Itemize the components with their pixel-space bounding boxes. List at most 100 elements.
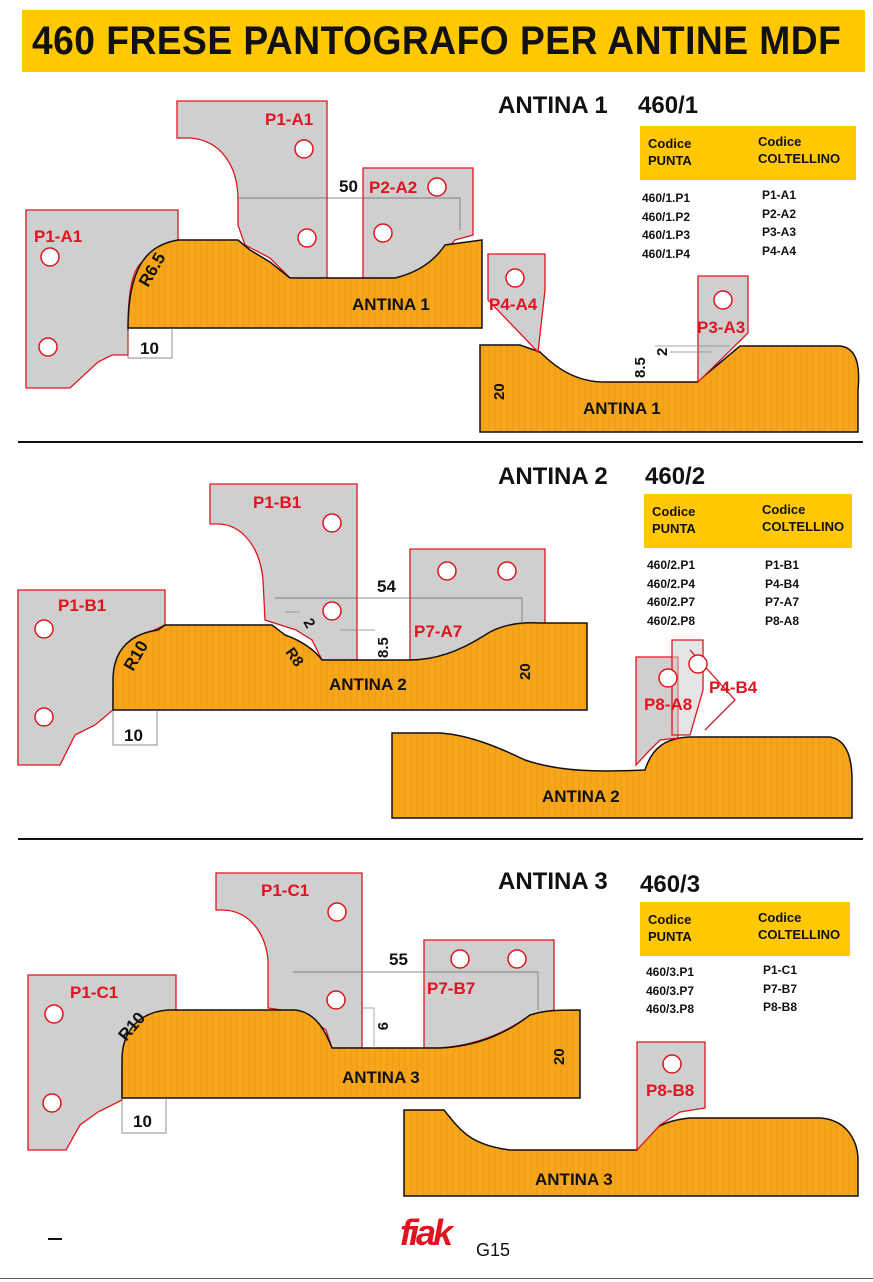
label-panel-top: ANTINA 2 [329,675,407,694]
panel-antina-2-top [112,622,588,711]
header-coltellino: Codice COLTELLINO [762,502,845,534]
codes-header-2: Codice PUNTA Codice COLTELLINO [644,494,852,548]
label-cutter-a: P1-A1 [265,110,313,129]
coltellino-list-1: P1-A1 P2-A2 P3-A3 P4-A4 [762,186,796,260]
codes-header-3: Codice PUNTA Codice COLTELLINO [640,902,850,956]
label-cutter-b: P7-B7 [427,979,475,998]
cutter-p1-b1-top [209,483,358,661]
coltellino-code: P7-A7 [765,595,800,609]
punta-code: 460/2.P8 [647,613,696,628]
coltellino-code: P3-A3 [762,225,797,239]
section-3-title: ANTINA 3 [498,868,608,895]
section-2-code: 460/2 [645,463,705,490]
section-2-drawing [17,483,853,819]
punta-code: 460/2.P7 [647,595,696,609]
cutter-p4-b4 [671,639,704,736]
section-3-code: 460/3 [640,871,700,898]
section-divider [18,441,863,443]
page-header: 460 FRESE PANTOGRAFO PER ANTINE MDF [22,10,865,72]
label-panel-top: ANTINA 3 [342,1068,420,1087]
punta-code: 460/3.P8 [646,1002,695,1016]
label-thickness: 20 [517,663,534,680]
label-dim-small-b: 2 [654,348,671,356]
label-width: 10 [140,339,159,358]
label-cutter-c: P8-B8 [646,1081,694,1100]
cutter-p1-c1-top [215,872,363,1049]
punta-list-1: 460/1.P1 460/1.P2 460/1.P3 460/1.P4 [642,189,690,263]
coltellino-code: P7-B7 [763,981,798,996]
label-cutter-d: P3-A3 [697,318,745,337]
panel-antina-3-bottom [403,1109,859,1197]
bottom-border [0,1278,873,1279]
punta-code: 460/3.P7 [646,983,695,998]
label-cutter-a: P1-B1 [253,493,301,512]
label-cutter-a-side: P1-C1 [70,983,118,1002]
punta-code: 460/3.P1 [646,965,695,979]
cutter-p8-b8 [636,1041,706,1152]
label-thickness: 20 [491,383,508,400]
section-divider [18,838,863,840]
coltellino-code: P1-C1 [763,963,798,977]
label-dim-top: 54 [377,577,396,596]
label-cutter-a-side: P1-A1 [34,227,82,246]
label-dim-top: 55 [389,950,408,969]
label-cutter-c: P4-A4 [489,295,538,314]
punta-code: 460/2.P4 [647,576,696,591]
brand-logo: fiak [400,1212,453,1253]
label-panel-bottom: ANTINA 2 [542,787,620,806]
cutter-p3-a3 [697,275,749,384]
punta-code: 460/1.P2 [642,209,691,224]
label-panel-top: ANTINA 1 [352,295,430,314]
label-cutter-a-side: P1-B1 [58,596,106,615]
section-1-code: 460/1 [638,92,698,119]
panel-antina-1-top [127,239,483,331]
label-thickness: 20 [551,1048,568,1065]
punta-code: 460/1.P4 [642,246,691,261]
coltellino-code: P4-A4 [762,243,797,258]
header-coltellino: Codice COLTELLINO [758,910,841,942]
coltellino-code: P2-A2 [762,206,797,221]
page-title: 460 FRESE PANTOGRAFO PER ANTINE MDF [32,19,842,63]
label-dim-small-a: 8.5 [632,357,649,378]
label-width: 10 [124,726,143,745]
punta-code: 460/1.P3 [642,228,691,242]
footer-mark [48,1238,62,1240]
label-panel-bottom: ANTINA 1 [583,399,661,418]
label-cutter-a: P1-C1 [261,881,309,900]
punta-code: 460/2.P1 [647,558,696,572]
panel-antina-2-bottom [391,732,853,819]
label-cutter-d: P4-B4 [709,678,758,697]
section-2-title: ANTINA 2 [498,463,608,490]
label-dim-small-a: 8.5 [375,637,392,658]
punta-list-2: 460/2.P1 460/2.P4 460/2.P7 460/2.P8 [647,556,695,630]
label-dim-top: 50 [339,177,358,196]
cutter-p4-a4 [487,253,546,354]
panel-antina-3-top [121,1009,581,1099]
label-dim-small-a: 9 [374,1022,391,1030]
header-punta: Codice PUNTA [648,136,692,168]
header-coltellino: Codice COLTELLINO [758,134,841,166]
section-3-drawing [27,872,859,1197]
punta-code: 460/1.P1 [642,191,691,205]
punta-list-3: 460/3.P1 460/3.P7 460/3.P8 [646,963,694,1019]
cutter-p1-a1-top [176,100,328,279]
header-punta: Codice PUNTA [652,504,696,536]
coltellino-list-2: P1-B1 P4-B4 P7-A7 P8-A8 [765,556,799,630]
coltellino-code: P8-B8 [763,1000,798,1014]
section-1-title: ANTINA 1 [498,92,608,119]
coltellino-code: P4-B4 [765,576,800,591]
label-cutter-b: P2-A2 [369,178,417,197]
section-1-drawing [25,100,860,433]
page-number: G15 [476,1240,511,1260]
panel-antina-1-bottom [479,344,860,433]
header-punta: Codice PUNTA [648,912,692,944]
label-cutter-c: P8-A8 [644,695,692,714]
coltellino-list-3: P1-C1 P7-B7 P8-B8 [763,961,797,1017]
label-cutter-b: P7-A7 [414,622,462,641]
codes-header-1: Codice PUNTA Codice COLTELLINO [640,126,856,180]
coltellino-code: P1-B1 [765,558,800,572]
coltellino-code: P1-A1 [762,188,797,202]
coltellino-code: P8-A8 [765,613,800,628]
